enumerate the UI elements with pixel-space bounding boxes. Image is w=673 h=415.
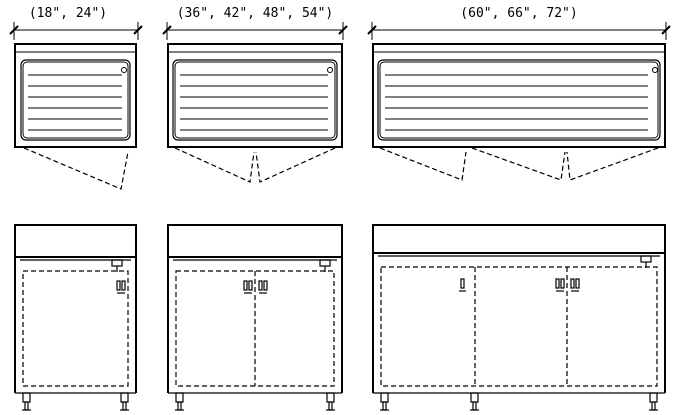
- dimension-line-large: [367, 22, 671, 40]
- faucet-bracket: [111, 259, 123, 267]
- backsplash: [372, 224, 666, 254]
- shelf-lines: [180, 74, 328, 131]
- door-handle-icon: [258, 280, 268, 294]
- plan-view-small: [14, 43, 137, 190]
- door-handle-icon: [116, 280, 126, 294]
- dimension-label-large: (60", 66", 72"): [460, 6, 577, 21]
- dimension-label-medium: (36", 42", 48", 54"): [177, 6, 334, 21]
- faucet-bracket: [640, 255, 652, 263]
- cabinet-leg: [470, 392, 479, 411]
- door-outline: [22, 270, 129, 387]
- shelf-lines: [28, 74, 122, 131]
- dimension-line-medium: [162, 22, 348, 40]
- cabinet-leg: [22, 392, 31, 411]
- door-swing-medium: [174, 147, 336, 183]
- shelf-lines: [385, 74, 648, 131]
- backsplash: [14, 224, 137, 258]
- dimension-line-small: [9, 22, 143, 40]
- door-outline: [380, 266, 658, 387]
- plan-view-medium: [167, 43, 343, 183]
- cabinet-leg: [326, 392, 335, 411]
- front-elevation-large: [372, 224, 666, 411]
- door-handle-icon: [555, 278, 565, 292]
- front-elevation-small: [14, 224, 137, 411]
- door-swing-large: [379, 147, 659, 181]
- cabinet-leg: [649, 392, 658, 411]
- drain-circle: [327, 67, 333, 73]
- door-handle-icon: [243, 280, 253, 294]
- door-swing-small: [23, 147, 129, 190]
- cabinet-leg: [380, 392, 389, 411]
- backsplash: [167, 224, 343, 258]
- door-handle-icon: [459, 278, 466, 292]
- cabinet-leg: [120, 392, 129, 411]
- plan-view-large: [372, 43, 666, 181]
- drain-circle: [121, 67, 127, 73]
- door-handle-icon: [570, 278, 580, 292]
- front-elevation-medium: [167, 224, 343, 411]
- cabinet-leg: [175, 392, 184, 411]
- dimension-label-small: (18", 24"): [29, 6, 107, 21]
- faucet-bracket: [319, 259, 331, 267]
- drain-circle: [652, 67, 658, 73]
